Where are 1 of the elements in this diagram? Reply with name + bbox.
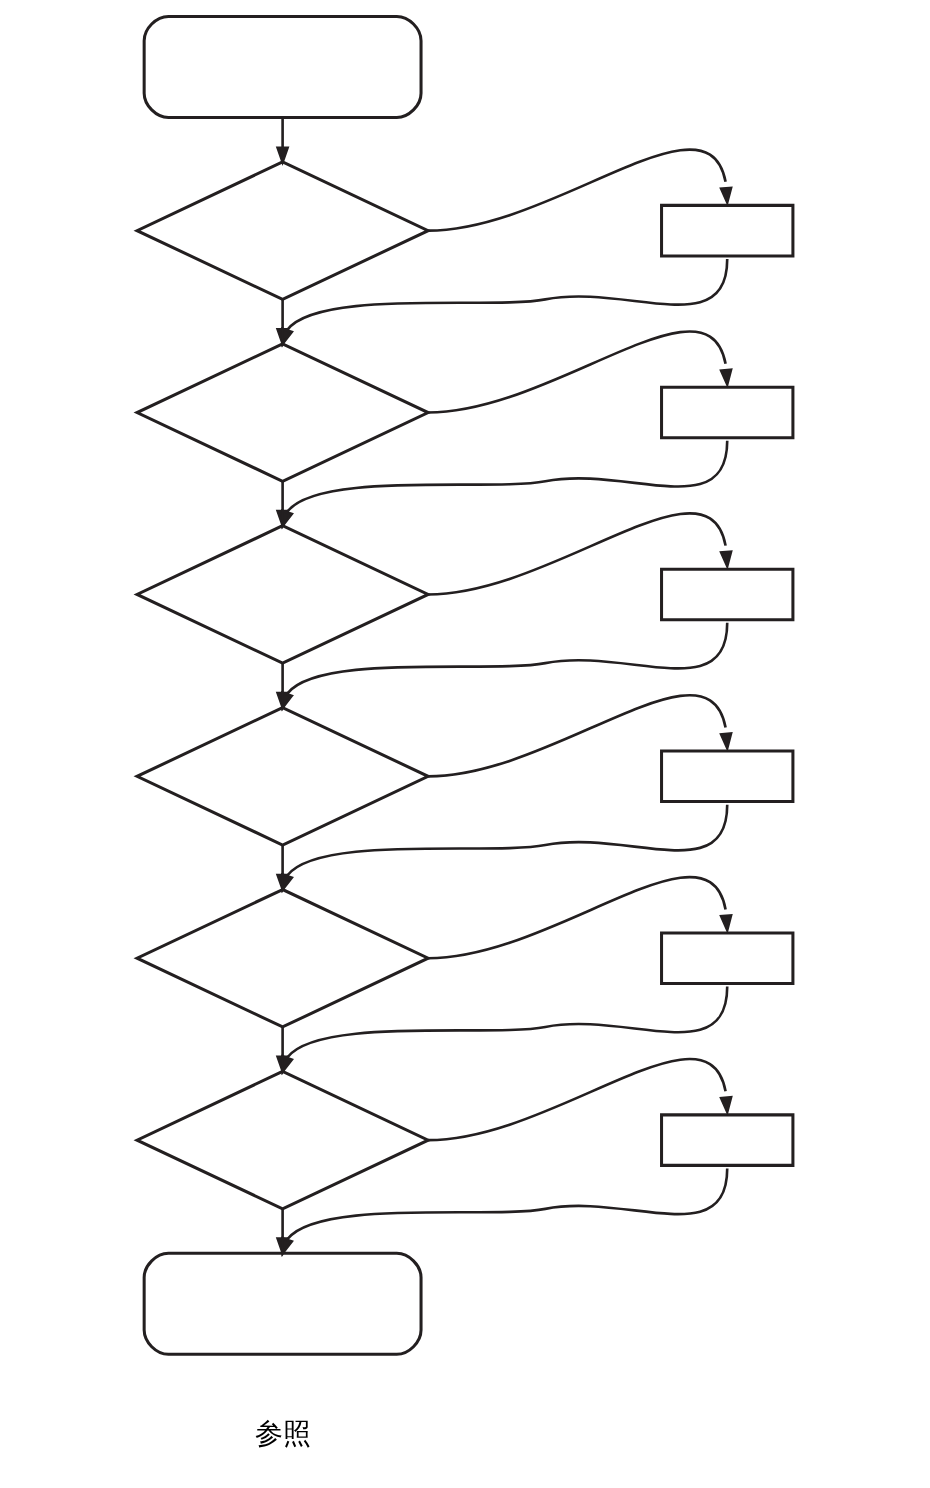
- label: 参照: [254, 1416, 311, 1450]
